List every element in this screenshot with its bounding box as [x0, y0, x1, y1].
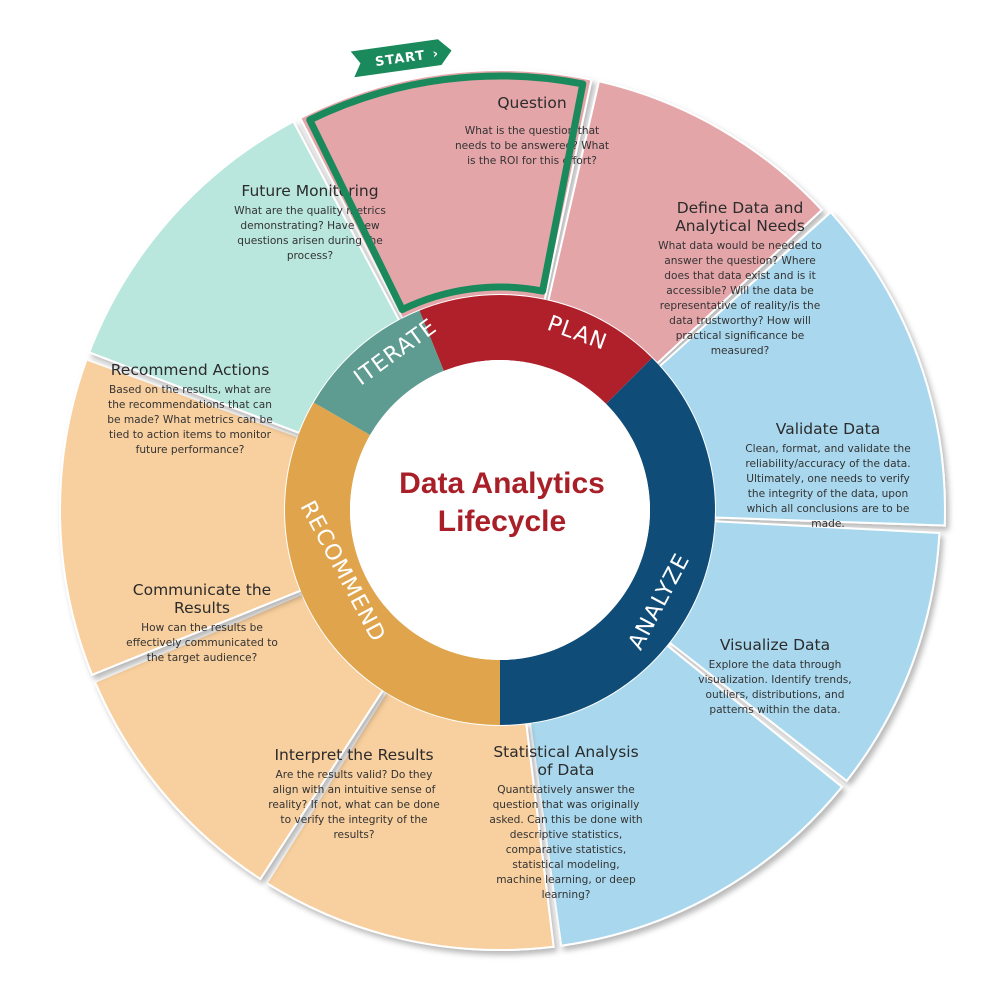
- segment-desc-line: demonstrating? Have new: [240, 220, 380, 232]
- ring-recommend: [285, 402, 500, 725]
- segment-desc-line: the recommendations that can: [108, 399, 272, 411]
- start-badge: START ›: [350, 39, 452, 78]
- segment-title-define-data: Define Data and: [677, 199, 804, 217]
- segment-desc-line: machine learning, or deep: [496, 874, 636, 886]
- segment-desc-line: How can the results be: [141, 622, 263, 634]
- segment-desc-line: needs to be answered? What: [455, 140, 609, 152]
- chevron-right-icon: ›: [432, 46, 440, 62]
- segment-desc-line: statistical modeling,: [512, 859, 619, 871]
- segment-desc-line: What is the question that: [465, 125, 599, 137]
- segment-desc-line: question that was originally: [493, 799, 640, 811]
- segment-desc-line: Ultimately, one needs to verify: [746, 473, 910, 485]
- segment-desc-line: process?: [287, 250, 333, 262]
- segment-title-statistical-analysis: Statistical Analysis: [493, 743, 638, 761]
- segment-desc-line: accessible? Will the data be: [666, 285, 813, 297]
- segment-desc-line: future performance?: [136, 444, 245, 456]
- segment-desc-line: which all conclusions are to be: [747, 503, 910, 515]
- center-title-line: Data Analytics: [399, 467, 605, 500]
- segment-desc-line: measured?: [711, 345, 770, 357]
- segment-desc-line: be made? What metrics can be: [107, 414, 273, 426]
- segment-desc-line: the target audience?: [147, 652, 257, 664]
- segment-desc-line: results?: [333, 829, 374, 841]
- segment-desc-line: Quantitatively answer the: [497, 784, 634, 796]
- segment-desc-line: reliability/accuracy of the data.: [745, 458, 910, 470]
- segment-desc-line: patterns within the data.: [709, 704, 840, 716]
- outer-segments: [59, 69, 946, 951]
- segment-desc-line: practical significance be: [676, 330, 805, 342]
- center-circle: [350, 360, 650, 660]
- segment-desc-line: outliers, distributions, and: [706, 689, 845, 701]
- start-highlight-outline: [306, 72, 587, 314]
- segment-desc-line: answer the question? Where: [664, 255, 816, 267]
- segment-desc-line: asked. Can this be done with: [489, 814, 642, 826]
- segment-desc-line: data trustworthy? How will: [669, 315, 811, 327]
- segment-desc-line: descriptive statistics,: [510, 829, 622, 841]
- segment-desc-line: does that data exist and is it: [664, 270, 816, 282]
- segment-desc-line: Are the results valid? Do they: [276, 769, 433, 781]
- segment-desc-line: made.: [811, 518, 844, 530]
- ring-analyze: [500, 357, 715, 725]
- segment-title-validate-data: Validate Data: [776, 420, 880, 438]
- start-flag: START ›: [306, 39, 587, 314]
- segment-title-interpret-results: Interpret the Results: [274, 746, 433, 764]
- segment-desc-line: comparative statistics,: [506, 844, 627, 856]
- segment-title-recommend-actions: Recommend Actions: [111, 361, 270, 379]
- segment-desc-line: Explore the data through: [709, 659, 842, 671]
- ring-iterate: [313, 310, 444, 435]
- segment-desc-line: tied to action items to monitor: [109, 429, 272, 441]
- segment-desc-line: the integrity of the data, upon: [748, 488, 908, 500]
- start-arrow-shape: [350, 39, 452, 78]
- segment-desc-line: reality? If not, what can be done: [268, 799, 440, 811]
- segment-title-future-monitoring: Future Monitoring: [241, 182, 378, 200]
- ring-plan: [419, 294, 653, 404]
- segment-desc-line: align with an intuitive sense of: [273, 784, 436, 796]
- segment-title-define-data: Analytical Needs: [675, 217, 805, 235]
- segment-title-statistical-analysis: of Data: [538, 761, 595, 779]
- segment-title-visualize-data: Visualize Data: [720, 636, 830, 654]
- segment-desc-line: effectively communicated to: [126, 637, 278, 649]
- segment-desc-line: Based on the results, what are: [109, 384, 271, 396]
- segment-title-question: Question: [497, 94, 566, 112]
- segment-desc-line: questions arisen during the: [237, 235, 383, 247]
- segment-desc-line: What data would be needed to: [658, 240, 822, 252]
- segment-title-communicate-results: Communicate the: [133, 581, 271, 599]
- segment-desc-line: representative of reality/is the: [660, 300, 820, 312]
- segment-desc-line: visualization. Identify trends,: [698, 674, 851, 686]
- start-label: START: [374, 48, 426, 70]
- segment-desc-line: is the ROI for this effort?: [467, 155, 597, 167]
- center-title-line: Lifecycle: [438, 505, 566, 538]
- segment-desc-line: What are the quality metrics: [234, 205, 386, 217]
- segment-desc-line: Clean, format, and validate the: [745, 443, 910, 455]
- segment-title-communicate-results: Results: [174, 599, 230, 617]
- segment-desc-line: to verify the integrity of the: [280, 814, 427, 826]
- segment-desc-line: learning?: [542, 889, 591, 901]
